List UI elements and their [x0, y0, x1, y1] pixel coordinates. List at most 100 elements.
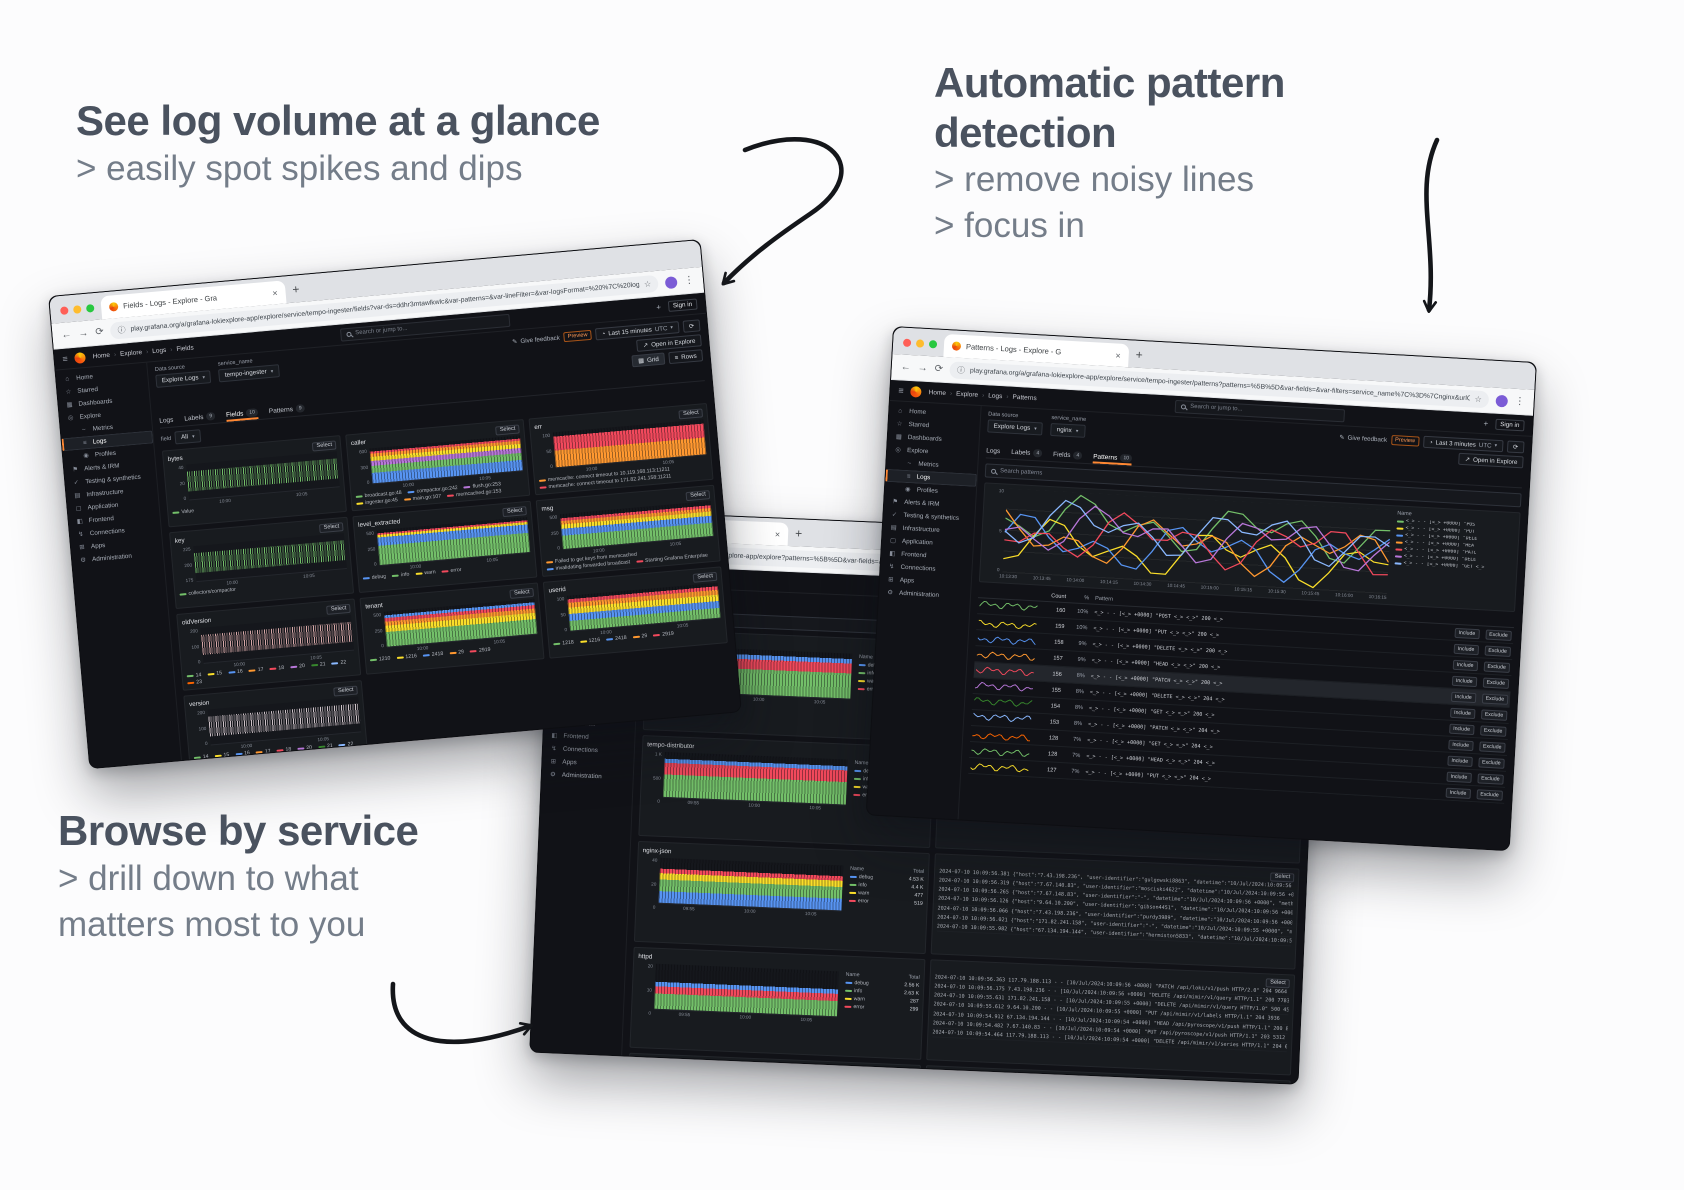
reload-button[interactable]: ⟳: [934, 363, 944, 375]
legend-item[interactable]: 22: [338, 741, 354, 748]
forward-button[interactable]: →: [77, 327, 89, 340]
site-info-icon[interactable]: ⓘ: [117, 325, 127, 336]
close-tab-icon[interactable]: ×: [1115, 349, 1122, 361]
pattern-row[interactable]: 128 7% <_> - - [<_> +0000] "HEAD <_> <_>…: [969, 741, 1507, 788]
give-feedback-link[interactable]: ✎ Give feedback: [511, 334, 561, 346]
pattern-row[interactable]: 155 8% <_> - - [<_> +0000] "DELETE <_> <…: [972, 678, 1510, 724]
back-button[interactable]: ←: [900, 361, 912, 374]
breadcrumb-item[interactable]: Patterns: [1012, 393, 1037, 402]
explore-tab[interactable]: Labels 9: [184, 409, 216, 426]
profile-avatar[interactable]: [1495, 394, 1509, 407]
exclude-button[interactable]: Exclude: [1476, 772, 1504, 785]
service-select[interactable]: nginx ▾: [1050, 422, 1086, 438]
include-button[interactable]: Include: [1451, 675, 1477, 687]
refresh-button[interactable]: ⟳: [1506, 440, 1525, 454]
back-button[interactable]: ←: [61, 329, 72, 341]
exclude-button[interactable]: Exclude: [1483, 660, 1511, 673]
legend-item[interactable]: 22: [331, 659, 347, 666]
grafana-logo[interactable]: [910, 385, 922, 398]
exclude-button[interactable]: Exclude: [1479, 724, 1507, 737]
exclude-button[interactable]: Exclude: [1484, 629, 1512, 641]
breadcrumb-item[interactable]: Home: [92, 350, 120, 359]
legend-item[interactable]: 23: [187, 679, 202, 686]
panel-select-button[interactable]: Select: [319, 521, 344, 533]
sidebar-item[interactable]: ⚙ Administration: [542, 768, 633, 785]
service-select-button[interactable]: Select: [1266, 977, 1290, 988]
include-button[interactable]: Include: [1450, 691, 1476, 703]
legend-item[interactable]: 1216: [396, 653, 417, 661]
new-tab-button[interactable]: +: [794, 526, 803, 541]
legend-item[interactable]: warn: [415, 569, 436, 577]
explore-tab[interactable]: Fields 10: [225, 405, 259, 422]
panel-select-button[interactable]: Select: [685, 489, 711, 501]
field-filter-select[interactable]: All ▾: [174, 429, 202, 445]
panel-select-button[interactable]: Select: [495, 423, 520, 435]
legend-item[interactable]: 15: [214, 752, 230, 759]
exclude-button[interactable]: Exclude: [1476, 788, 1504, 801]
legend-item[interactable]: 20: [290, 663, 305, 670]
pattern-row[interactable]: 156 8% <_> - - [<_> +0000] "PATCH <_> <_…: [973, 662, 1511, 709]
close-window-button[interactable]: [902, 338, 912, 348]
legend-item[interactable]: Starting Grafana Enterprise: [636, 552, 708, 564]
include-button[interactable]: Include: [1453, 643, 1479, 655]
legend-item[interactable]: collectors/compactor: [179, 587, 236, 598]
exclude-button[interactable]: Exclude: [1484, 645, 1512, 657]
include-button[interactable]: Include: [1452, 659, 1478, 671]
panel-select-button[interactable]: Select: [509, 587, 535, 599]
browser-menu-icon[interactable]: ⋮: [1514, 395, 1526, 408]
add-icon[interactable]: +: [1483, 418, 1489, 428]
legend-item[interactable]: info: [392, 572, 410, 579]
datasource-select[interactable]: Explore Logs ▾: [155, 370, 212, 388]
legend-item[interactable]: 16: [227, 668, 243, 675]
include-button[interactable]: Include: [1447, 755, 1473, 767]
exclude-button[interactable]: Exclude: [1477, 756, 1505, 769]
legend-item[interactable]: 21: [317, 743, 333, 750]
pattern-row[interactable]: 158 9% <_> - - [<_> +0000] "DELETE <_> <…: [975, 630, 1513, 677]
legend-item[interactable]: 16: [235, 750, 250, 757]
breadcrumb-item[interactable]: Explore: [120, 348, 153, 358]
breadcrumb-item[interactable]: Logs: [152, 346, 177, 354]
reload-button[interactable]: ⟳: [94, 326, 105, 338]
bookmark-star-icon[interactable]: ☆: [643, 279, 652, 289]
menu-toggle-icon[interactable]: ≡: [898, 385, 904, 396]
legend-item[interactable]: 21: [310, 661, 326, 668]
legend-item[interactable]: 15: [207, 670, 222, 677]
legend-item[interactable]: debug: [362, 574, 386, 582]
legend-row[interactable]: error 519: [848, 898, 923, 907]
profile-avatar[interactable]: [664, 275, 678, 289]
legend-item[interactable]: error: [441, 567, 462, 575]
include-button[interactable]: Include: [1454, 627, 1480, 639]
legend-item[interactable]: 17: [255, 748, 271, 755]
pattern-row[interactable]: 160 10% <_> - - [<_> +0000] "POST <_> <_…: [977, 598, 1515, 645]
browser-menu-icon[interactable]: ⋮: [683, 274, 695, 287]
explore-tab[interactable]: Labels 4: [1011, 445, 1043, 461]
exclude-button[interactable]: Exclude: [1481, 692, 1509, 705]
menu-toggle-icon[interactable]: ≡: [62, 353, 69, 364]
add-icon[interactable]: +: [655, 302, 662, 312]
pattern-row[interactable]: 157 9% <_> - - [<_> +0000] "HEAD <_> <_>…: [974, 646, 1512, 693]
breadcrumb-item[interactable]: Explore: [956, 390, 989, 399]
service-select[interactable]: tempo-ingester ▾: [218, 364, 280, 383]
service-select-button[interactable]: Select: [1270, 871, 1295, 882]
close-window-button[interactable]: [60, 306, 69, 315]
panel-select-button[interactable]: Select: [693, 571, 718, 583]
include-button[interactable]: Include: [1449, 707, 1476, 719]
panel-select-button[interactable]: Select: [326, 603, 351, 615]
sign-in-button[interactable]: Sign in: [667, 297, 698, 312]
panel-select-button[interactable]: Select: [333, 685, 358, 697]
close-tab-icon[interactable]: ×: [774, 528, 781, 540]
exclude-button[interactable]: Exclude: [1480, 708, 1508, 721]
pattern-row[interactable]: 153 8% <_> - - [<_> +0000] "PATCH <_> <_…: [970, 709, 1508, 756]
include-button[interactable]: Include: [1445, 787, 1471, 799]
grid-view-button[interactable]: ▦ Grid: [631, 352, 666, 368]
pattern-row[interactable]: 154 8% <_> - - [<_> +0000] "GET <_> <_>"…: [971, 694, 1509, 740]
time-range-picker[interactable]: ◔ Last 3 minutes UTC ▾: [1422, 435, 1504, 453]
legend-item[interactable]: 29: [449, 649, 464, 656]
close-tab-icon[interactable]: ×: [271, 287, 279, 298]
rows-view-button[interactable]: ≡ Rows: [668, 349, 704, 365]
open-in-explore-button[interactable]: ↗ Open in Explore: [1458, 452, 1524, 469]
breadcrumb-item[interactable]: Home: [928, 389, 956, 398]
legend-item[interactable]: 2919: [653, 631, 674, 639]
legend-item[interactable]: 29: [632, 633, 648, 640]
legend-item[interactable]: 14: [193, 754, 209, 760]
